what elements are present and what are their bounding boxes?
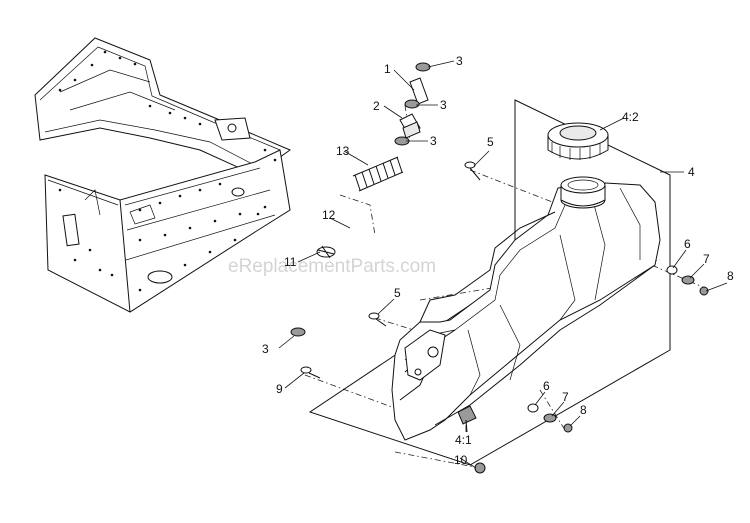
- callout-leaders: [278, 60, 728, 469]
- callout-9: 9: [276, 382, 283, 396]
- callout-6-right: 6: [684, 237, 691, 251]
- callout-3-low: 3: [430, 134, 437, 148]
- callout-4: 4: [688, 165, 695, 179]
- callout-5-low: 5: [394, 286, 401, 300]
- callout-10: 10: [454, 453, 468, 467]
- fuel-cap: [547, 122, 609, 160]
- callout-11: 11: [284, 255, 297, 269]
- callout-7-low: 7: [562, 390, 569, 404]
- callout-7-right: 7: [703, 252, 710, 266]
- callout-13: 13: [336, 144, 350, 158]
- callout-6-low: 6: [543, 379, 550, 393]
- inline-fuel-filter: [399, 77, 429, 139]
- callout-2: 2: [373, 99, 380, 113]
- callout-8-low: 8: [580, 403, 587, 417]
- callout-8-right: 8: [727, 269, 734, 283]
- watermark-text: eReplacementParts.com: [228, 256, 436, 277]
- callout-3-mid: 3: [440, 98, 447, 112]
- callout-labels: 1 2 3 3 3 3 4 4:2 4:1 5 5 6 6 7 7 8 8 9 …: [262, 54, 734, 467]
- hose-clamp: [316, 245, 336, 259]
- callout-4-1: 4:1: [455, 433, 472, 447]
- chassis-frame-holes: [58, 50, 277, 292]
- callout-5-top: 5: [487, 135, 494, 149]
- hardware-bolts: [300, 161, 709, 474]
- fuel-hose: [288, 204, 370, 323]
- callout-4-2: 4:2: [622, 110, 639, 124]
- callout-3-hose: 3: [262, 342, 269, 356]
- callout-3-top: 3: [456, 54, 463, 68]
- callout-1: 1: [384, 62, 391, 76]
- callout-12: 12: [322, 208, 336, 222]
- hose-clamps: [290, 62, 431, 337]
- fuel-tank: [391, 176, 661, 441]
- chassis-frame: [34, 37, 292, 313]
- hose-spring-guard: [352, 156, 404, 192]
